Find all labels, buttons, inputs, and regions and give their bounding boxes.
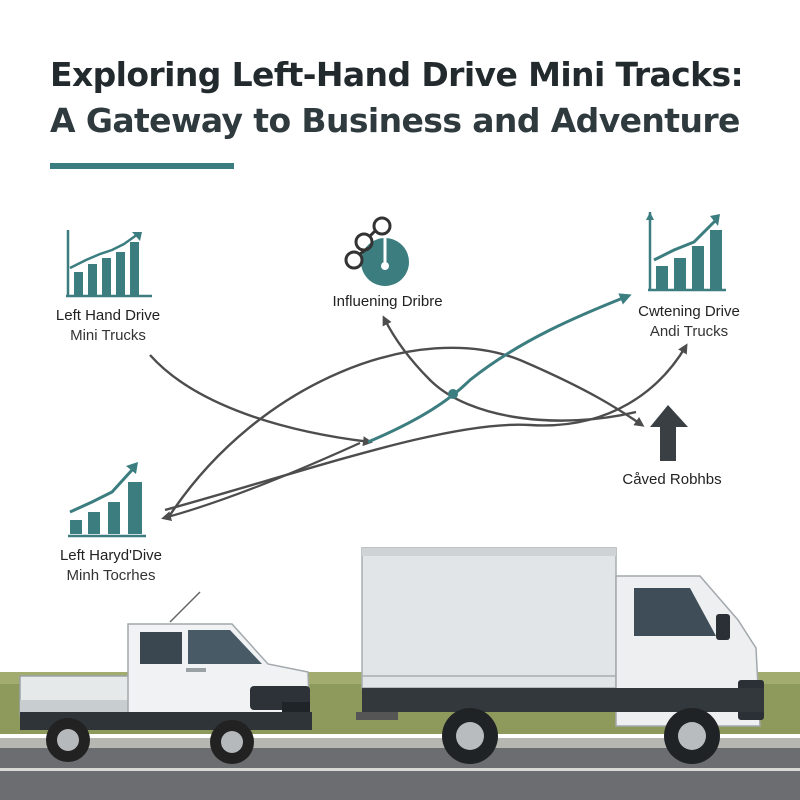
node-top-left-line1: Left Hand Drive bbox=[55, 307, 161, 324]
node-label-top-left: Left Hand Drive Mini Trucks bbox=[28, 306, 188, 346]
flow-arrow-back-left bbox=[161, 441, 361, 521]
node-label-top-right: Cwtening Drive Andi Trucks bbox=[614, 302, 764, 342]
bar-chart-up-icon bbox=[646, 212, 726, 292]
box-truck-image bbox=[356, 547, 764, 764]
node-label-bottom-left: Left Haryd'Dive Minh Tocrhes bbox=[36, 546, 186, 586]
node-middle-right-line1: Cåved Robhbs bbox=[622, 471, 722, 488]
flow-arrow-main-teal bbox=[367, 293, 632, 444]
node-top-right-line1: Cwtening Drive bbox=[638, 303, 740, 320]
node-top-right-line2: Andi Trucks bbox=[649, 323, 729, 340]
title-line-2: A Gateway to Business and Adventure bbox=[50, 101, 740, 140]
flow-arrow-topleft-to-center bbox=[149, 354, 373, 447]
bar-chart-up-icon bbox=[66, 230, 152, 298]
node-bottom-left-line2: Minh Tocrhes bbox=[66, 567, 156, 584]
title-underline bbox=[50, 163, 234, 169]
page-title: Exploring Left-Hand Drive Mini Tracks: A… bbox=[50, 52, 770, 144]
node-top-center-line1: Influening Dribre bbox=[332, 293, 443, 310]
node-bottom-left-line1: Left Haryd'Dive bbox=[59, 547, 163, 564]
title-line-1: Exploring Left-Hand Drive Mini Tracks: bbox=[50, 55, 744, 94]
node-label-middle-right: Cåved Robhbs bbox=[602, 470, 742, 490]
flow-arrow-big-arc bbox=[169, 346, 645, 516]
bar-chart-up-icon bbox=[68, 462, 146, 538]
gear-dial-icon bbox=[344, 216, 409, 286]
flow-junction-dot bbox=[448, 389, 458, 399]
up-arrow-icon bbox=[650, 405, 688, 461]
pickup-truck-image bbox=[19, 591, 312, 764]
node-label-top-center: Influening Dribre bbox=[305, 292, 470, 312]
flow-arrow-to-center bbox=[382, 315, 637, 422]
node-top-left-line2: Mini Trucks bbox=[70, 327, 146, 344]
